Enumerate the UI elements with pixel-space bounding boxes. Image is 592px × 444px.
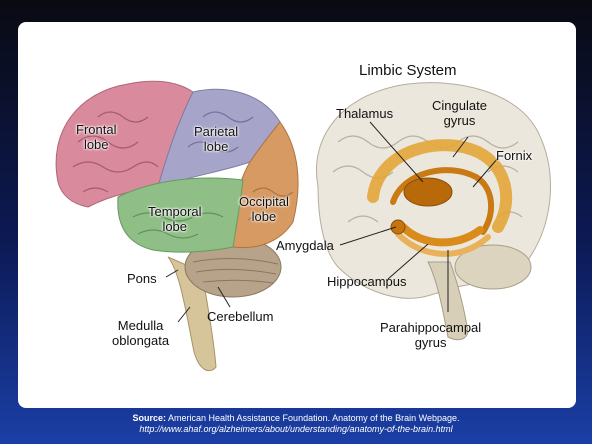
label-amygdala: Amygdala	[276, 238, 334, 253]
limbic-system-title: Limbic System	[359, 62, 457, 79]
source-caption: Source: American Health Assistance Found…	[0, 413, 592, 435]
label-temporal-lobe: Temporal lobe	[148, 204, 201, 234]
label-thalamus: Thalamus	[336, 106, 393, 121]
label-parietal-lobe: Parietal lobe	[194, 124, 238, 154]
label-parahippocampal-gyrus: Parahippocampal gyrus	[380, 320, 481, 350]
source-text: American Health Assistance Foundation. A…	[166, 413, 460, 423]
label-frontal-lobe: Frontal lobe	[76, 122, 116, 152]
source-label: Source:	[132, 413, 166, 423]
brain-illustration	[18, 22, 576, 408]
label-occipital-lobe: Occipital lobe	[239, 194, 289, 224]
thalamus	[404, 178, 452, 206]
label-hippocampus: Hippocampus	[327, 274, 407, 289]
label-cerebellum: Cerebellum	[207, 309, 273, 324]
source-url[interactable]: http://www.ahaf.org/alzheimers/about/und…	[0, 424, 592, 435]
label-fornix: Fornix	[496, 148, 532, 163]
label-medulla-oblongata: Medulla oblongata	[112, 318, 169, 348]
brain-figure: Limbic System Frontal lobe Parietal lobe…	[18, 22, 576, 408]
amygdala	[391, 220, 405, 234]
label-cingulate-gyrus: Cingulate gyrus	[432, 98, 487, 128]
label-pons: Pons	[127, 271, 157, 286]
